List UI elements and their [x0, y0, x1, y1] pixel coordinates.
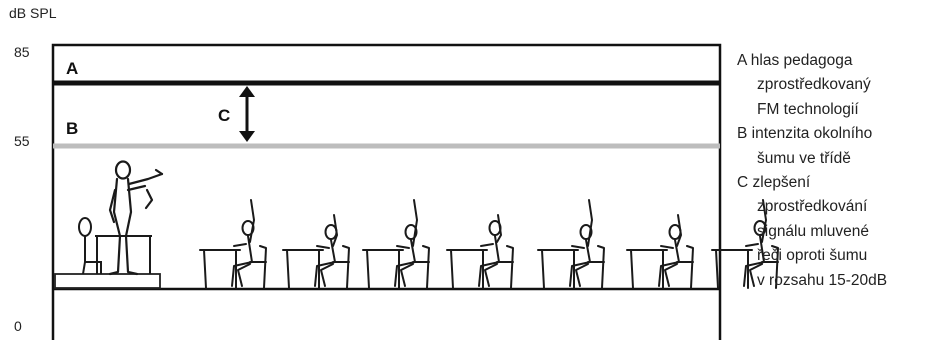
legend-A-line-3: FM technologií — [737, 98, 932, 122]
teacher-desk — [95, 236, 152, 274]
student-figure — [200, 200, 266, 288]
legend-entry-A: A hlas pedagoga zprostředkovaný FM techn… — [737, 49, 932, 122]
student-figure — [363, 200, 429, 288]
legend-A-line-2: zprostředkovaný — [737, 73, 932, 97]
legend-entry-B: B intenzita okolního šumu ve třídě — [737, 122, 932, 171]
band-label-C: C — [218, 106, 230, 125]
legend: A hlas pedagoga zprostředkovaný FM techn… — [737, 49, 932, 293]
legend-C-line-3: signálu mluvené — [737, 220, 932, 244]
legend-C-line-2: zprostředkování — [737, 195, 932, 219]
legend-C-line-4: řeči oproti šumu — [737, 244, 932, 268]
diagram-frame — [53, 45, 720, 340]
student-figure — [447, 215, 513, 288]
legend-C-line-5: v rozsahu 15-20dB — [737, 269, 932, 293]
student-figure — [283, 215, 349, 288]
legend-C-line-1: C zlepšení — [737, 174, 810, 191]
legend-A-line-1: A hlas pedagoga — [737, 52, 853, 69]
legend-B-line-1: B intenzita okolního — [737, 125, 872, 142]
teacher-platform — [55, 274, 160, 288]
student-figure — [627, 215, 693, 288]
legend-B-line-2: šumu ve třídě — [737, 147, 932, 171]
band-label-A: A — [66, 59, 78, 78]
student-group — [200, 200, 778, 288]
legend-entry-C: C zlepšení zprostředkování signálu mluve… — [737, 171, 932, 293]
student-figure — [538, 200, 604, 288]
double-arrow-icon — [239, 86, 255, 142]
band-label-B: B — [66, 119, 78, 138]
teacher-figure — [110, 162, 162, 275]
